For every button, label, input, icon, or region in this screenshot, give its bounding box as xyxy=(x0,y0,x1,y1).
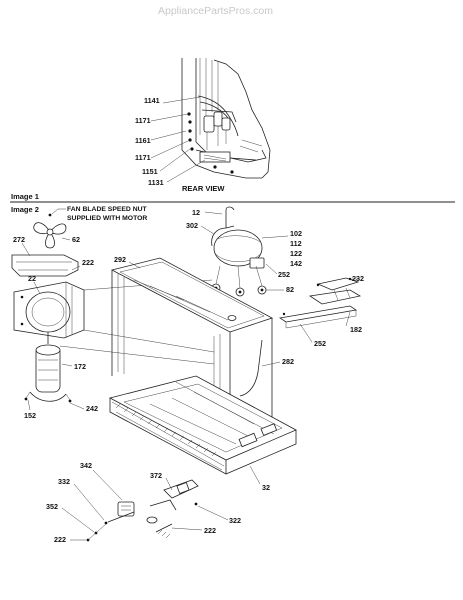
relay-harness xyxy=(278,277,362,329)
callout-182: 182 xyxy=(350,325,362,334)
callout-222-bracket: 222 xyxy=(204,526,216,535)
callout-1131: 1131 xyxy=(148,178,164,187)
fan-blade xyxy=(33,222,67,249)
compressor xyxy=(211,206,267,297)
note-line-2: SUPPLIED WITH MOTOR xyxy=(67,215,147,222)
fan-bracket xyxy=(11,254,79,277)
image-1-label: Image 1 xyxy=(11,192,39,201)
callout-352: 352 xyxy=(46,502,58,511)
callout-222-bottom: 222 xyxy=(54,535,66,544)
callout-252-top: 252 xyxy=(278,270,290,279)
note-line-1: FAN BLADE SPEED NUT xyxy=(67,206,148,213)
callout-252-bottom: 252 xyxy=(314,339,326,348)
callout-172: 172 xyxy=(74,362,86,371)
defrost-control xyxy=(86,501,135,542)
fan-motor xyxy=(24,332,72,403)
callout-82: 82 xyxy=(286,285,294,294)
callout-232: 232 xyxy=(352,274,364,283)
rear-view-assembly xyxy=(181,58,271,179)
fan-shroud xyxy=(13,281,85,339)
callout-282: 282 xyxy=(282,357,294,366)
callout-1171-bottom: 1171 xyxy=(135,153,151,162)
callout-32: 32 xyxy=(262,483,270,492)
callout-242: 242 xyxy=(86,404,98,413)
callout-142: 142 xyxy=(290,259,302,268)
rear-view-label: REAR VIEW xyxy=(182,184,225,193)
callout-1141: 1141 xyxy=(144,96,160,105)
callout-102: 102 xyxy=(290,229,302,238)
callout-292: 292 xyxy=(114,255,126,264)
callout-322: 322 xyxy=(229,516,241,525)
base-pan xyxy=(108,375,297,475)
cabinet-housing xyxy=(110,257,274,434)
callout-62: 62 xyxy=(72,235,80,244)
callout-302: 302 xyxy=(186,221,198,230)
callout-152: 152 xyxy=(24,411,36,420)
callout-222-fan: 222 xyxy=(82,258,94,267)
callout-272: 272 xyxy=(13,235,25,244)
bracket-assembly xyxy=(146,479,199,539)
callout-342: 342 xyxy=(80,461,92,470)
callout-332: 332 xyxy=(58,477,70,486)
callout-1171-top: 1171 xyxy=(135,116,151,125)
callout-12: 12 xyxy=(192,208,200,217)
callout-1151: 1151 xyxy=(142,167,158,176)
image-2-label: Image 2 xyxy=(11,205,39,214)
watermark: AppliancePartsPros.com xyxy=(158,5,273,17)
callout-112: 112 xyxy=(290,239,302,248)
callout-22: 22 xyxy=(28,274,36,283)
callout-122: 122 xyxy=(290,249,302,258)
callout-1161: 1161 xyxy=(135,136,151,145)
callout-372: 372 xyxy=(150,471,162,480)
